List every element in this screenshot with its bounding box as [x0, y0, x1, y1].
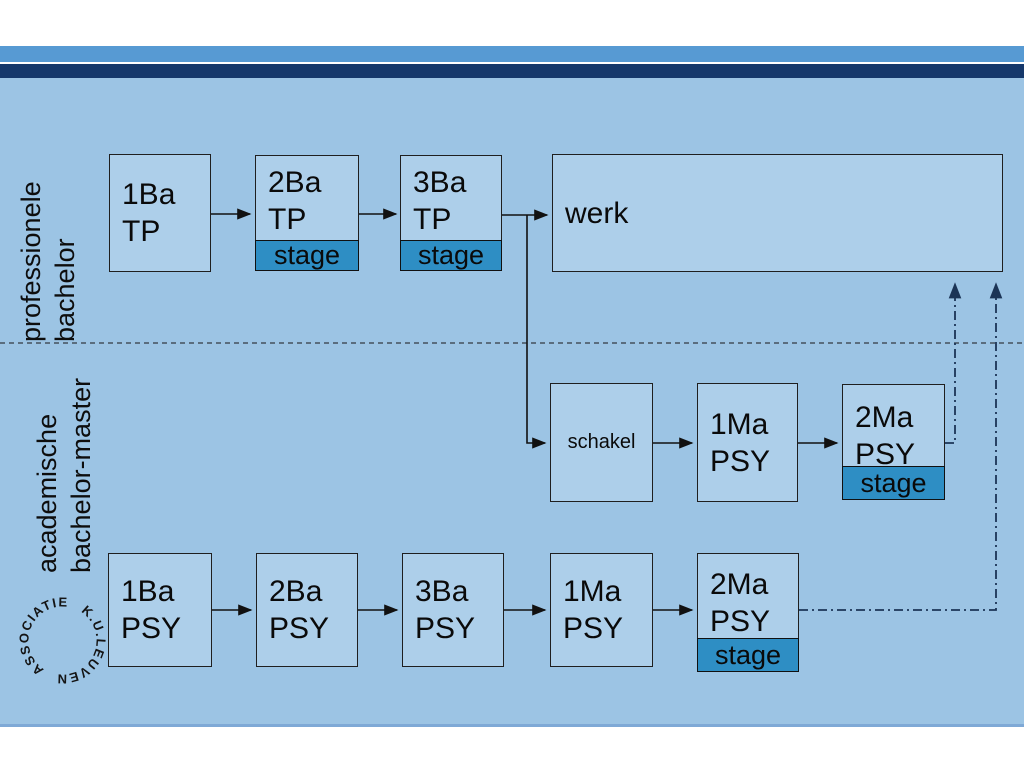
section-label-professionele-bachelor: professionele bachelor [14, 142, 84, 342]
box-2ma-psy-bot-label: 2Ma PSY [710, 568, 771, 638]
box-1ba-psy-label: 1Ba PSY [121, 575, 182, 645]
stage-band-2ma-psy-mid: stage [842, 466, 945, 500]
top-accent-bar [0, 46, 1024, 62]
box-schakel-label: schakel [567, 431, 636, 453]
stage-band-3ba-tp: stage [400, 240, 502, 271]
logo-text-associatie: ASSOCIATIE [10, 588, 78, 680]
box-3ba-tp-label: 3Ba TP [413, 166, 467, 236]
box-2ma-psy-mid: 2Ma PSY stage [842, 384, 945, 500]
box-1ba-tp: 1Ba TP [109, 154, 211, 272]
box-werk: werk [552, 154, 1003, 272]
section-label-line: professionele [16, 181, 46, 342]
box-1ma-psy-mid-label: 1Ma PSY [710, 407, 771, 478]
section-label-line: bachelor-master [66, 377, 96, 573]
box-1ba-tp-label: 1Ba TP [122, 178, 176, 248]
box-3ba-psy: 3Ba PSY [402, 553, 504, 667]
box-1ma-psy-bot: 1Ma PSY [550, 553, 653, 667]
kuleuven-association-logo: ASSOCIATIE K.U.LEUVEN [10, 588, 115, 693]
arrow-3ba-tp-to-schakel [526, 215, 547, 449]
section-label-academische-bachelor-master: academische bachelor-master [30, 363, 100, 573]
box-1ma-psy-mid: 1Ma PSY [697, 383, 798, 502]
box-3ba-psy-label: 3Ba PSY [415, 575, 476, 645]
dashdot-arrow-2ma-psy-mid-to-werk [945, 282, 962, 444]
top-navy-bar [0, 64, 1024, 78]
section-label-line: bachelor [50, 238, 80, 342]
box-1ba-psy: 1Ba PSY [108, 553, 212, 667]
box-1ma-psy-bot-label: 1Ma PSY [563, 575, 624, 645]
box-2ma-psy-mid-label: 2Ma PSY [855, 401, 916, 471]
box-2ma-psy-bot: 2Ma PSY stage [697, 553, 799, 672]
dashdot-arrow-2ma-psy-bot-to-werk [799, 282, 1003, 611]
stage-band-2ma-psy-bot: stage [697, 638, 799, 672]
box-3ba-tp: 3Ba TP stage [400, 155, 502, 271]
stage-band-2ba-tp: stage [255, 240, 359, 271]
box-2ba-psy: 2Ba PSY [256, 553, 358, 667]
box-2ba-psy-label: 2Ba PSY [269, 575, 330, 645]
box-schakel: schakel [550, 383, 653, 502]
logo-text-kuleuven: K.U.LEUVEN [47, 601, 115, 693]
box-2ba-tp: 2Ba TP stage [255, 155, 359, 271]
box-werk-label: werk [565, 196, 629, 230]
section-label-line: academische [32, 413, 62, 573]
box-2ba-tp-label: 2Ba TP [268, 166, 322, 236]
